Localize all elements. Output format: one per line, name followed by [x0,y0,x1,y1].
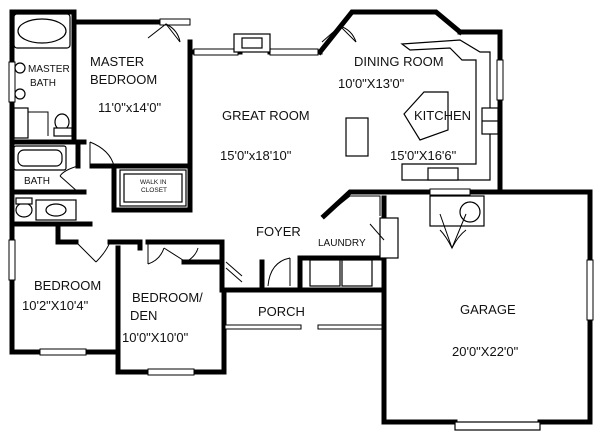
master-bath-label-line2: BATH [30,78,56,89]
master-bedroom-size: 11'0"x14'0" [98,100,161,115]
master-bath-fixtures [13,13,73,139]
door-swings [59,23,467,287]
foyer-label: FOYER [256,224,301,239]
fireplace [233,33,271,53]
bedroom-den-label-line2: DEN [130,308,157,323]
windows [8,18,594,376]
walk-in-closet-label-line1: WALK IN [140,179,167,186]
garage-fixtures [429,195,541,431]
laundry-label: LAUNDRY [318,238,366,249]
master-bedroom-label-line1: MASTER [90,54,144,69]
bedroom-den-label-line1: BEDROOM/ [132,290,203,305]
room-labels: MASTER BATH MASTER BEDROOM 11'0"x14'0" W… [22,54,519,359]
master-bath-label-line1: MASTER [28,64,70,75]
porch-label: PORCH [258,304,305,319]
dining-room-size: 10'0"X13'0" [338,76,405,91]
great-room-size: 15'0"x18'10" [220,148,292,163]
kitchen-fixtures [345,39,499,181]
garage-size: 20'0"X22'0" [452,344,519,359]
bedroom-label: BEDROOM [34,278,101,293]
great-room-label: GREAT ROOM [222,108,310,123]
interior-walls [9,19,387,355]
walk-in-closet-label-line2: CLOSET [141,187,167,194]
bedroom-den-size: 10'0"X10'0" [122,330,189,345]
laundry-fixtures [309,195,399,287]
garage-label: GARAGE [460,302,516,317]
kitchen-label: KITCHEN [414,108,471,123]
bedroom-size: 10'2"X10'4" [22,298,89,313]
bath-fixtures [13,145,77,221]
walk-in-closet [119,169,187,207]
master-bedroom-label-line2: BEDROOM [90,72,157,87]
kitchen-size: 15'0"X16'6" [390,148,457,163]
dining-room-label: DINING ROOM [354,54,444,69]
bath-label: BATH [24,176,50,187]
